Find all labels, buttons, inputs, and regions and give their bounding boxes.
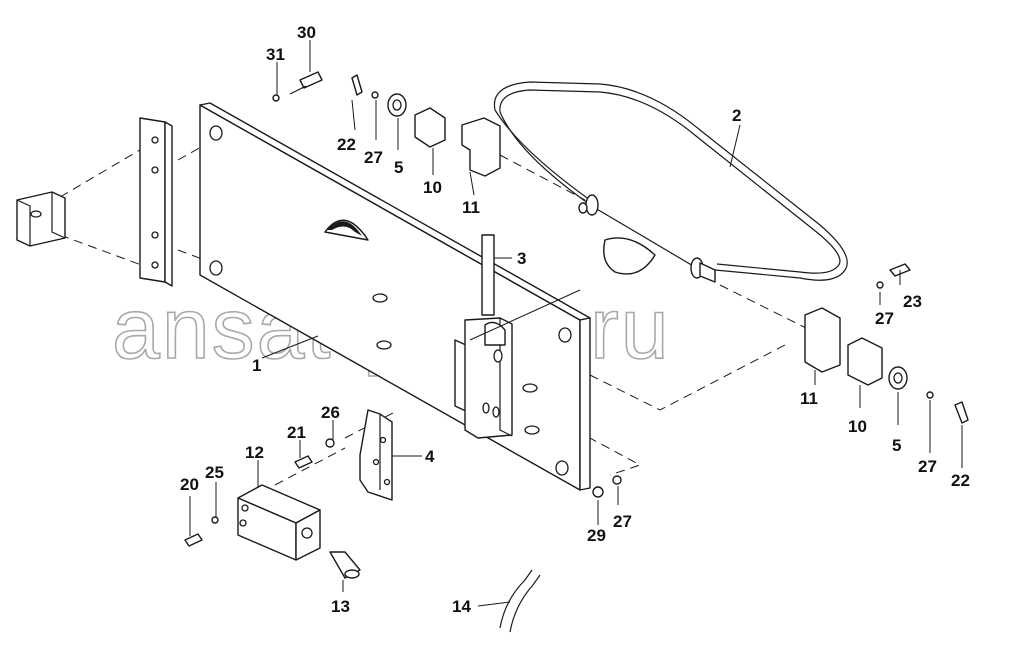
small-parts-top: [272, 71, 501, 177]
callout-13: 13: [331, 597, 350, 616]
callout-22: 22: [951, 471, 970, 490]
bracket-4: [359, 409, 393, 501]
callout-27: 27: [613, 512, 632, 531]
callout-10: 10: [848, 417, 867, 436]
callout-5: 5: [892, 436, 901, 455]
mounting-strip: [139, 117, 173, 287]
callout-22: 22: [337, 135, 356, 154]
callout-3: 3: [517, 249, 526, 268]
callout-27: 27: [364, 148, 383, 167]
callout-23: 23: [903, 292, 922, 311]
callout-14: 14: [452, 597, 471, 616]
callout-30: 30: [297, 23, 316, 42]
leader-lines: [189, 40, 963, 607]
small-parts-lower: [184, 438, 622, 547]
callout-4: 4: [425, 447, 435, 466]
handle-bar: [493, 81, 848, 283]
switch-box: [237, 484, 321, 561]
latch-bar: [464, 234, 581, 439]
callout-21: 21: [287, 423, 306, 442]
callout-numbers: 31 30 22 27 5 10 11 2 3 1 23 27 11 10 5 …: [180, 23, 970, 616]
callout-11: 11: [462, 198, 480, 217]
callout-20: 20: [180, 475, 199, 494]
callout-26: 26: [321, 403, 340, 422]
small-bracket-left: [16, 191, 66, 247]
callout-2: 2: [732, 106, 741, 125]
callout-1: 1: [252, 356, 261, 375]
callout-5: 5: [394, 158, 403, 177]
callout-29: 29: [587, 526, 606, 545]
hose-14: [499, 569, 541, 633]
callout-10: 10: [423, 178, 442, 197]
callout-27: 27: [918, 457, 937, 476]
connector-13: [329, 551, 361, 579]
callout-25: 25: [205, 463, 224, 482]
small-parts-right: [804, 263, 969, 424]
callout-31: 31: [266, 45, 285, 64]
callout-11: 11: [800, 389, 818, 408]
callout-27: 27: [875, 309, 894, 328]
callout-12: 12: [245, 443, 264, 462]
